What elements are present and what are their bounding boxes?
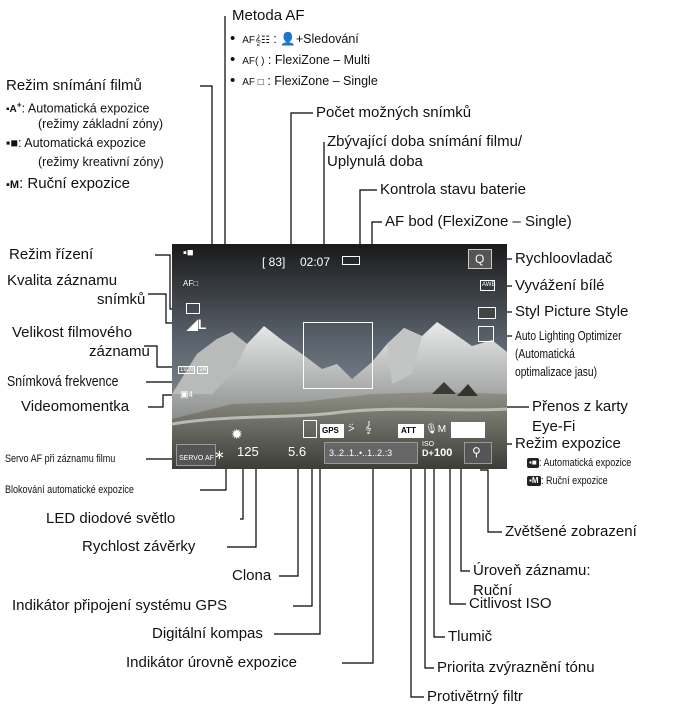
led-light-icon: ✹	[231, 426, 243, 442]
label-tlumic: Tlumič	[448, 628, 493, 645]
aperture-value: 5.6	[288, 444, 307, 459]
label-kompas: Digitální kompas	[152, 625, 263, 642]
label-af-mode-3: • AF □ : FlexiZone – Single	[230, 72, 378, 89]
label-styl: Styl Picture Style	[515, 303, 629, 320]
label-af-bod: AF bod (FlexiZone – Single)	[385, 213, 572, 230]
label-zbyvajici-1: Zbývající doba snímání filmu/	[327, 133, 523, 150]
shutter-speed: 125	[237, 444, 259, 459]
record-level-icon: 🎙M	[425, 424, 447, 435]
alo-icon	[478, 326, 494, 342]
iso-value: 100	[434, 447, 453, 459]
magnify-icon: ⚲	[472, 445, 481, 459]
label-priorita: Priorita zvýraznění tónu	[437, 659, 595, 676]
label-rucni-expozice: ▪M: Ruční expozice	[6, 175, 130, 192]
label-af-mode-2: • AF( ) : FlexiZone – Multi	[230, 51, 371, 68]
label-auto-exp: ▪A+: Automatická expozice	[6, 100, 150, 116]
quick-control-button[interactable]: Q	[468, 249, 492, 269]
label-vyvazeni-bile: Vyvážení bílé	[515, 277, 605, 294]
label-pocet-snimku: Počet možných snímků	[316, 104, 472, 121]
label-metoda-af: Metoda AF	[232, 7, 305, 24]
label-alo-3: optimalizace jasu)	[515, 365, 598, 379]
label-auto-exp-2: ▪■: Automatická expozice	[6, 136, 146, 150]
af-point-frame[interactable]	[303, 322, 373, 389]
record-time: 02:07	[300, 255, 331, 269]
digital-compass-icon	[303, 420, 317, 438]
label-kreativni-zony: (režimy kreativní zóny)	[38, 155, 164, 169]
eye-fi-icon: ⍩	[348, 422, 355, 434]
exposure-level-indicator: 3..2..1..•..1..2.:3	[324, 442, 418, 464]
label-protivetrny: Protivětrný filtr	[427, 688, 523, 705]
label-uroven-2: Ruční	[473, 582, 513, 599]
label-clona: Clona	[232, 567, 272, 584]
label-eyefi-1: Přenos z karty	[532, 398, 628, 415]
label-alo-1: Auto Lighting Optimizer	[515, 329, 622, 343]
label-rezim-rizeni: Režim řízení	[9, 246, 94, 263]
gps-indicator: GPS	[320, 424, 344, 438]
movie-mode-icon: ▪■	[183, 247, 194, 259]
picture-style-icon	[478, 307, 496, 319]
label-citlivost-iso: Citlivost ISO	[469, 595, 552, 612]
drive-mode-icon	[186, 303, 200, 314]
label-eyefi-2: Eye-Fi	[532, 418, 576, 435]
ae-lock-icon: ∗	[214, 447, 225, 462]
label-kvalita-1: Kvalita záznamu	[7, 272, 118, 289]
servo-af-button[interactable]: SERVO AF	[176, 444, 216, 466]
label-zbyvajici-2: Uplynulá doba	[327, 153, 423, 170]
label-velikost-2: záznamu	[89, 343, 150, 360]
label-kvalita-2: snímků	[97, 291, 146, 308]
label-alo-2: (Automatická	[515, 347, 575, 361]
attenuator-icon: ATT	[398, 424, 424, 438]
video-snapshot-icon: ▣4	[180, 389, 193, 399]
quality-icon: ◢L	[187, 316, 207, 332]
label-rezim-filmu: Režim snímání filmů	[6, 77, 142, 94]
shot-count: [ 83]	[262, 255, 286, 269]
label-rychloovladac: Rychloovladač	[515, 250, 613, 267]
exposure-mode-icon	[451, 422, 485, 438]
label-led: LED diodové světlo	[46, 510, 176, 527]
label-rychlost: Rychlost závěrky	[82, 538, 196, 555]
label-blokovani: Blokování automatické expozice	[5, 484, 134, 496]
label-re-auto: ▪■: Automatická expozice	[527, 457, 631, 469]
label-re-rucni: ▪M: Ruční expozice	[527, 475, 608, 487]
label-videomomentka: Videomomentka	[21, 398, 130, 415]
label-frekvence: Snímková frekvence	[7, 373, 119, 390]
label-baterie: Kontrola stavu baterie	[380, 181, 526, 198]
white-balance-icon: AWB	[480, 280, 495, 291]
label-servo-af: Servo AF při záznamu filmu	[5, 453, 116, 465]
label-velikost-1: Velikost filmového	[12, 324, 133, 341]
label-zakladni-zony: (režimy základní zóny)	[38, 117, 164, 131]
label-gps: Indikátor připojení systému GPS	[12, 597, 228, 614]
label-rezim-expozice: Režim expozice	[515, 435, 621, 452]
label-af-mode-1: • AF𝄞☷ : 👤+Sledování	[230, 30, 359, 47]
label-indikator-expozice: Indikátor úrovně expozice	[126, 654, 297, 671]
label-uroven-1: Úroveň záznamu:	[473, 562, 591, 579]
af-method-icon: AF□	[183, 279, 199, 288]
wind-filter-icon: 𝄞	[365, 422, 372, 434]
magnify-button[interactable]: ⚲	[464, 442, 492, 464]
label-zvetsene: Zvětšené zobrazení	[505, 523, 637, 540]
battery-icon	[342, 256, 360, 265]
